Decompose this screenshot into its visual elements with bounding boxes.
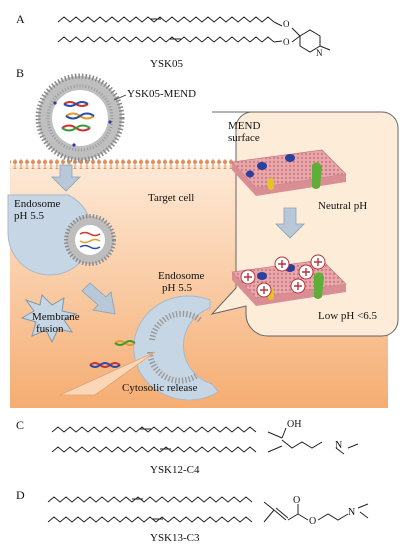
- ysk13-c3-label: YSK13-C3: [150, 532, 200, 544]
- membrane-fusion-label-line2: fusion: [36, 323, 64, 335]
- endosome-1-label-line2: pH 5.5: [14, 210, 44, 222]
- released-cargo: [89, 340, 136, 368]
- ysk05-n-atom: N: [316, 48, 323, 58]
- cytosolic-release-label: Cytosolic release: [122, 382, 198, 394]
- panel-d-letter: D: [16, 488, 25, 502]
- ysk05-label: YSK05: [150, 58, 184, 70]
- endosome-1: [7, 194, 116, 276]
- ysk05-mend-label: YSK05-MEND: [127, 88, 197, 100]
- panel-b-letter: B: [16, 66, 25, 80]
- release-cone: [59, 351, 156, 396]
- ysk12-c4-structure: [51, 426, 359, 455]
- ysk12-c4-label: YSK12-C4: [150, 464, 200, 476]
- ysk12-c4-oh: OH: [287, 419, 301, 430]
- ysk13-c3-structure: [47, 496, 369, 523]
- low-ph-label: Low pH <6.5: [318, 310, 378, 322]
- endosome-2: [133, 295, 219, 401]
- target-cell-label: Target cell: [148, 192, 195, 204]
- mend-surface-low-ph: [231, 254, 347, 306]
- ysk05-structure: [57, 16, 331, 53]
- endosome-1-label-line1: Endosome: [14, 198, 61, 210]
- mend-surface-neutral: [231, 149, 347, 196]
- endosome-2-label-line2: pH 5.5: [162, 282, 192, 294]
- uptake-arrow: [51, 164, 81, 192]
- ysk12-c4-n-atom: N: [335, 440, 342, 451]
- inset-panel: [210, 111, 399, 337]
- ysk13-c3-n-atom: N: [348, 507, 355, 518]
- mend-leader-line: [113, 94, 127, 101]
- endosome-2-label-line1: Endosome: [158, 270, 205, 282]
- ysk13-c3-ester-o: O: [309, 516, 316, 527]
- panel-c-letter: C: [16, 418, 25, 432]
- mend-surface-label-line1: MEND: [228, 120, 261, 132]
- plasma-membrane: [10, 159, 388, 169]
- ysk05-o2-atom: O: [283, 37, 290, 47]
- membrane-fusion-label-line1: Membrane: [32, 311, 80, 323]
- acidification-arrow: [275, 207, 305, 239]
- ysk05-mend-particle: [35, 73, 125, 163]
- ysk05-o1-atom: O: [283, 19, 290, 29]
- mend-surface-label-line2: surface: [228, 132, 260, 144]
- membrane-fusion-burst: [20, 293, 78, 344]
- ysk13-c3-carbonyl-o: O: [293, 495, 300, 506]
- panel-a-letter: A: [16, 12, 25, 26]
- neutral-ph-label: Neutral pH: [318, 200, 368, 212]
- maturation-arrow: [81, 282, 116, 315]
